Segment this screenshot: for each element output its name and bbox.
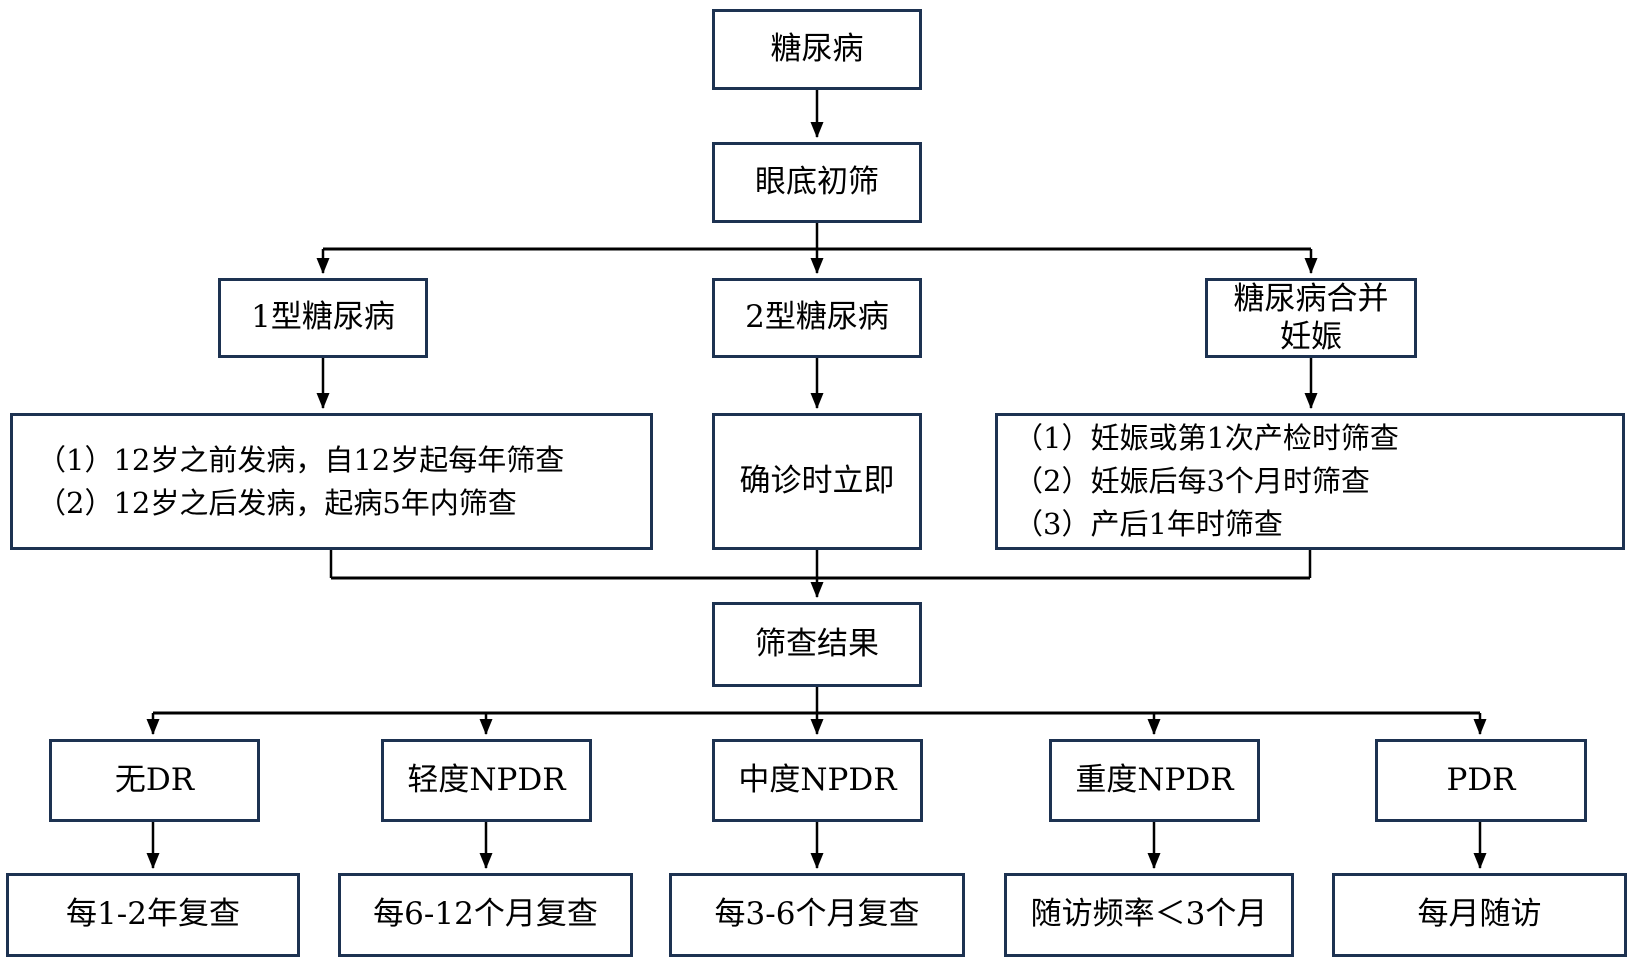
node-pregnancy-screening-schedule: （1）妊娠或第1次产检时筛查 （2）妊娠后每3个月时筛查 （3）产后1年时筛查 bbox=[995, 413, 1625, 550]
node-mild-npdr-followup: 每6-12个月复查 bbox=[338, 873, 633, 957]
pregnancy-schedule-line3: （3）产后1年时筛查 bbox=[1014, 507, 1283, 541]
node-mild-npdr: 轻度NPDR bbox=[381, 739, 592, 822]
node-type1-screening-schedule: （1）12岁之前发病，自12岁起每年筛查 （2）12岁之后发病，起病5年内筛查 bbox=[10, 413, 653, 550]
node-fundus-screening: 眼底初筛 bbox=[712, 142, 922, 223]
node-diabetes-with-pregnancy-line1: 糖尿病合并 bbox=[1233, 281, 1389, 317]
node-pdr-followup-label: 每月随访 bbox=[1417, 896, 1542, 933]
node-screening-result-label: 筛查结果 bbox=[755, 625, 879, 662]
node-severe-npdr-label: 重度NPDR bbox=[1075, 761, 1234, 798]
node-type1-diabetes-label: 1型糖尿病 bbox=[251, 299, 395, 336]
node-severe-npdr-followup: 随访频率＜3个月 bbox=[1004, 873, 1294, 957]
node-severe-npdr: 重度NPDR bbox=[1049, 739, 1260, 822]
node-moderate-npdr-label: 中度NPDR bbox=[738, 761, 897, 798]
node-type2-diabetes-label: 2型糖尿病 bbox=[745, 299, 889, 336]
node-pdr: PDR bbox=[1375, 739, 1587, 822]
node-mild-npdr-label: 轻度NPDR bbox=[407, 761, 566, 798]
node-fundus-screening-label: 眼底初筛 bbox=[755, 163, 879, 200]
node-pdr-followup: 每月随访 bbox=[1332, 873, 1627, 957]
node-type2-screening-schedule: 确诊时立即 bbox=[712, 413, 922, 550]
node-type1-diabetes: 1型糖尿病 bbox=[218, 278, 428, 358]
node-pdr-label: PDR bbox=[1446, 761, 1516, 798]
node-diabetes: 糖尿病 bbox=[712, 9, 922, 90]
pregnancy-schedule-line2: （2）妊娠后每3个月时筛查 bbox=[1014, 464, 1370, 498]
node-type2-diabetes: 2型糖尿病 bbox=[712, 278, 922, 358]
pregnancy-schedule-line1: （1）妊娠或第1次产检时筛查 bbox=[1014, 421, 1399, 455]
node-type2-screening-schedule-label: 确诊时立即 bbox=[739, 462, 895, 499]
node-severe-npdr-followup-label: 随访频率＜3个月 bbox=[1030, 896, 1268, 933]
node-screening-result: 筛查结果 bbox=[712, 602, 922, 687]
node-diabetes-with-pregnancy-line2: 妊娠 bbox=[1280, 319, 1342, 355]
node-no-dr-label: 无DR bbox=[114, 761, 195, 798]
node-moderate-npdr-followup-label: 每3-6个月复查 bbox=[714, 896, 920, 933]
node-moderate-npdr: 中度NPDR bbox=[712, 739, 923, 822]
node-moderate-npdr-followup: 每3-6个月复查 bbox=[669, 873, 965, 957]
node-diabetes-label: 糖尿病 bbox=[770, 30, 864, 67]
node-no-dr-followup-label: 每1-2年复查 bbox=[66, 896, 240, 933]
node-no-dr-followup: 每1-2年复查 bbox=[6, 873, 300, 957]
type1-schedule-line1: （1）12岁之前发病，自12岁起每年筛查 bbox=[37, 442, 565, 477]
type1-schedule-line2: （2）12岁之后发病，起病5年内筛查 bbox=[37, 485, 517, 520]
node-mild-npdr-followup-label: 每6-12个月复查 bbox=[373, 896, 598, 933]
node-diabetes-with-pregnancy: 糖尿病合并 妊娠 bbox=[1205, 278, 1417, 358]
node-no-dr: 无DR bbox=[49, 739, 260, 822]
